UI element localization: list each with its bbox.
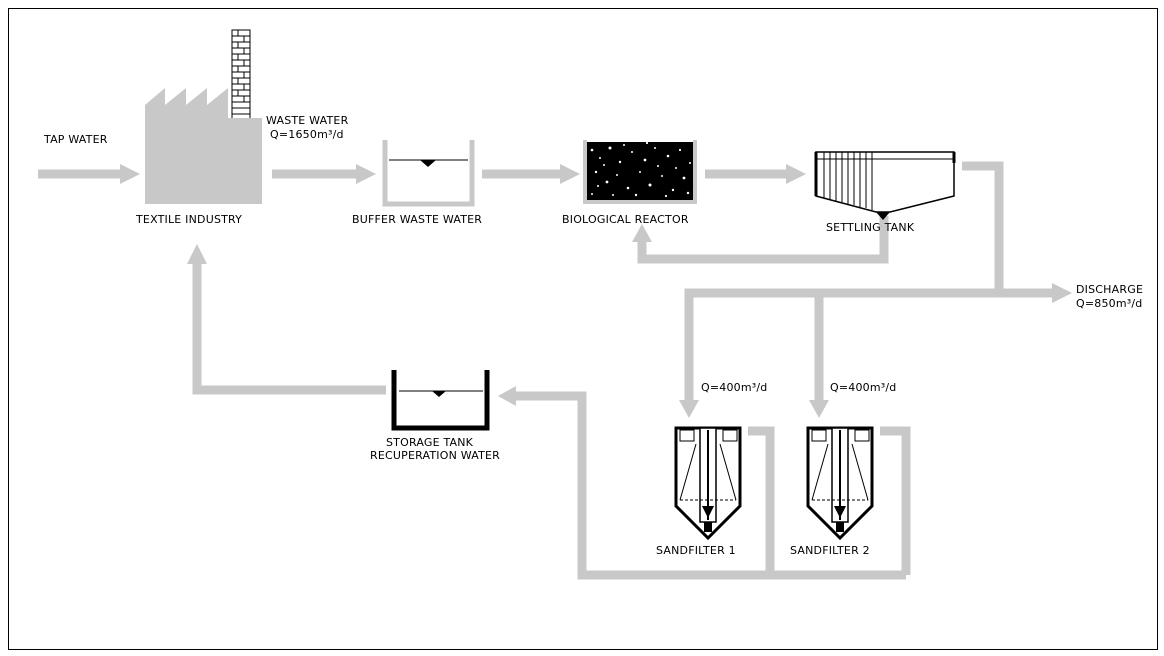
label-sandfilter-2: SANDFILTER 2 (790, 544, 870, 557)
label-buffer-waste-water: BUFFER WASTE WATER (352, 213, 483, 226)
label-discharge-flow: Q=850m³/d (1076, 297, 1143, 310)
biological-reactor-icon (583, 140, 697, 204)
label-textile-industry: TEXTILE INDUSTRY (136, 213, 243, 226)
settling-tank-icon (814, 151, 956, 220)
label-discharge: DISCHARGE (1076, 283, 1144, 296)
label-sandfilter-1: SANDFILTER 1 (656, 544, 736, 557)
label-waste-water-flow: Q=1650m³/d (270, 128, 344, 141)
label-recuperation-water: RECUPERATION WATER (370, 449, 500, 462)
label-flow-sandfilter-1: Q=400m³/d (701, 381, 768, 394)
pipe-sandfilter-outlets (498, 386, 911, 580)
label-settling-tank: SETTLING TANK (826, 221, 915, 234)
textile-factory-icon (145, 29, 262, 204)
label-tap-water: TAP WATER (44, 133, 108, 146)
sandfilter-1-icon (674, 426, 742, 541)
storage-tank-icon (391, 370, 490, 431)
label-waste-water: WASTE WATER (266, 114, 349, 127)
pipe-sludge-recycle (632, 216, 889, 264)
label-flow-sandfilter-2: Q=400m³/d (830, 381, 897, 394)
sandfilter-2-icon (806, 426, 874, 541)
pipe-reactor-to-settling (705, 164, 806, 184)
pipe-settling-outlet (962, 161, 1004, 293)
buffer-tank-icon (382, 140, 475, 207)
pipe-recuperation-return (187, 244, 386, 395)
label-storage-tank: STORAGE TANK (386, 436, 474, 449)
diagram-frame (8, 8, 1158, 650)
pipe-distribution-header (679, 288, 999, 418)
pipe-tap-to-factory (38, 164, 140, 184)
pipe-to-discharge (999, 283, 1072, 303)
pipe-buffer-to-reactor (482, 164, 580, 184)
label-biological-reactor: BIOLOGICAL REACTOR (562, 213, 689, 226)
pipe-factory-to-buffer (272, 164, 376, 184)
